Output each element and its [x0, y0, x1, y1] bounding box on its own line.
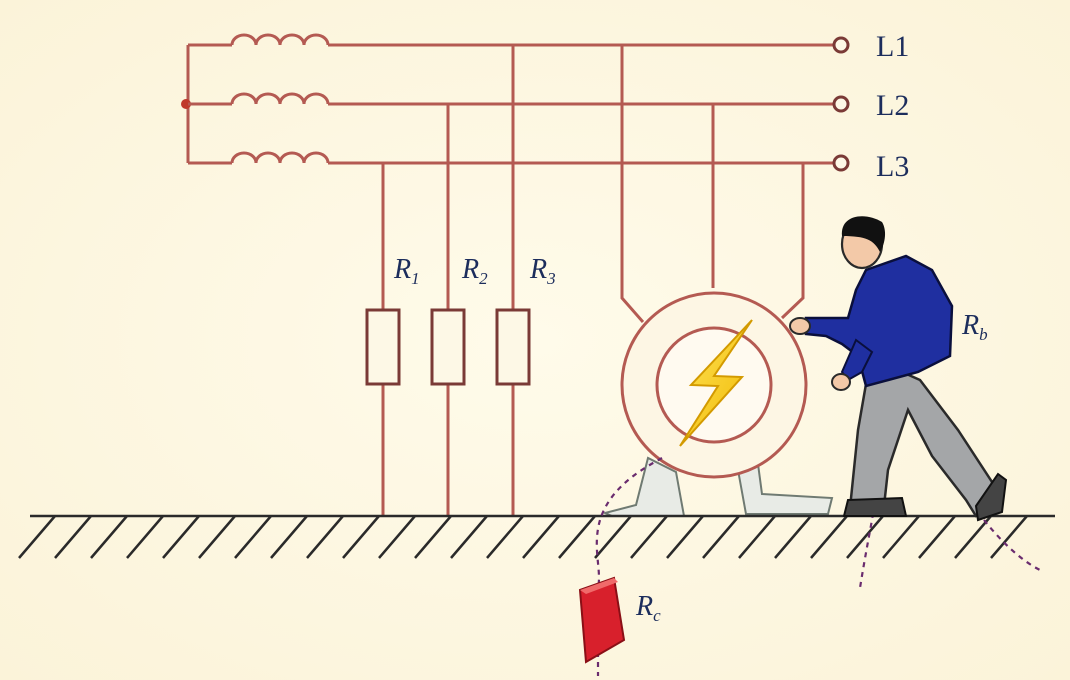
motor-icon: [601, 291, 834, 517]
body-resistance-label: Rb: [961, 310, 988, 344]
phase-label-l2: L2: [876, 89, 909, 122]
phase-lines: [338, 43, 834, 165]
transformer-coil-icon: [188, 33, 338, 47]
ground-resistor-top: [580, 578, 618, 594]
resistor-icon: [365, 308, 401, 386]
resistor-label-r3: R3: [529, 254, 556, 288]
terminal-l2: [832, 95, 850, 113]
fault-path-to-ground: [595, 457, 663, 589]
ground-resistor: [578, 576, 626, 664]
lightning-bolt-icon: [679, 319, 753, 447]
person-hand-left: [831, 373, 851, 391]
insulation-resistances: [365, 45, 531, 516]
resistor-icon: [495, 308, 531, 386]
person-shirt: [804, 254, 954, 388]
person-icon: [789, 216, 1008, 522]
phase-terminals: [832, 36, 850, 172]
phase-label-l3: L3: [876, 150, 909, 183]
neutral-node: [181, 99, 191, 109]
terminal-l1: [832, 36, 850, 54]
transformer-coils: [181, 33, 338, 165]
person-shoe-right: [974, 472, 1008, 522]
resistor-icon: [430, 308, 466, 386]
transformer-coil-icon: [188, 92, 338, 106]
transformer-coil-icon: [188, 151, 338, 165]
ground-resistance-label: Rc: [635, 591, 661, 625]
terminal-l3: [832, 154, 850, 172]
person-arm-left: [840, 338, 874, 382]
phase-label-l1: L1: [876, 30, 909, 63]
resistor-label-r1: R1: [393, 254, 420, 288]
person-hand-right: [789, 317, 811, 335]
person-shoe-left: [842, 496, 908, 517]
resistor-label-r2: R2: [461, 254, 488, 288]
motor-leads: [620, 45, 805, 323]
person-hair: [841, 216, 886, 252]
